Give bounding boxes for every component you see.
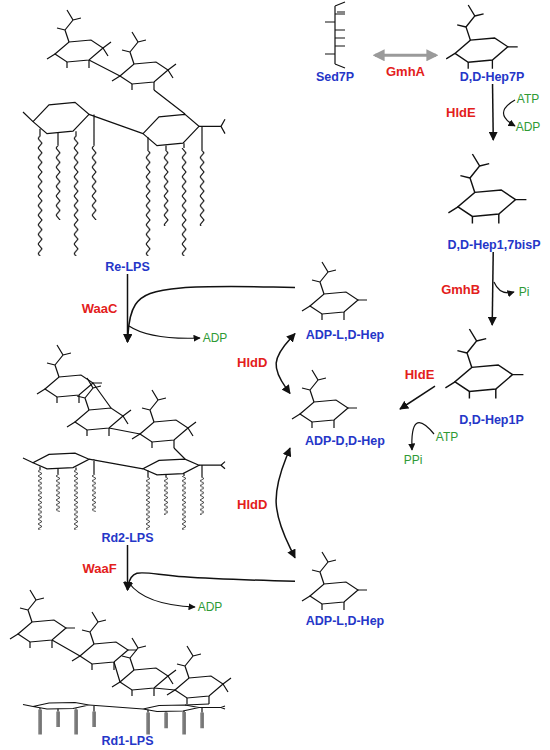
lps-structure: [23, 453, 225, 530]
heptose-structure: [446, 5, 518, 69]
enzyme-label: WaaF: [82, 560, 116, 575]
sed7p-structure: [325, 2, 345, 68]
compound-node: Sed7P: [295, 2, 375, 84]
cofactor-label: ADP: [203, 331, 228, 345]
compound-name: Re-LPS: [105, 260, 149, 274]
cofactor-label: ADP: [198, 600, 223, 614]
lps-structure: [37, 345, 102, 403]
heptose-structure: [302, 552, 367, 610]
compound-node: ADP-D,D-Hep: [290, 370, 400, 448]
lps-structure: [67, 378, 131, 436]
reaction-arrow: [276, 448, 295, 558]
compound-name: ADP-L,D-Hep: [306, 614, 384, 628]
compound-name: D,D-Hep7P: [460, 70, 525, 84]
compound-node: Re-LPS: [5, 2, 250, 274]
compound-name: ADP-L,D-Hep: [306, 328, 384, 342]
enzyme-label: HldE: [405, 366, 435, 381]
compound-node: D,D-Hep1P: [435, 325, 548, 427]
cofactor-arrow: [412, 423, 434, 450]
lps-structure: [112, 638, 176, 696]
enzyme-label: WaaC: [82, 301, 118, 316]
lps-structure: [23, 102, 225, 256]
cofactor-label: PPi: [404, 453, 423, 467]
cofactor-label: ATP: [517, 92, 539, 106]
cofactor-arrow: [494, 282, 514, 293]
compound-node: D,D-Hep7P: [436, 2, 548, 84]
lps-structure: [93, 383, 185, 459]
heptose-structure: [445, 329, 523, 399]
compound-name: ADP-D,D-Hep: [305, 434, 385, 448]
reaction-arrow: [127, 274, 129, 342]
compound-name: Rd1-LPS: [101, 734, 153, 748]
lps-structure: [112, 32, 176, 90]
heptose-structure: [302, 262, 367, 320]
cofactor-arrow: [129, 100, 515, 607]
compound-node: D,D-Hep1,7bisP: [438, 140, 550, 252]
compound-node: ADP-L,D-Hep: [295, 550, 395, 628]
enzyme-label: GmhA: [386, 64, 425, 79]
sed7p-structure: [325, 2, 345, 68]
compound-node: Rd2-LPS: [5, 342, 250, 545]
compound-name: D,D-Hep1P: [459, 413, 524, 427]
compound-name: Sed7P: [316, 70, 354, 84]
lps-structure: [10, 10, 231, 735]
reaction-arrow: [492, 252, 493, 325]
reaction-arrow: [276, 334, 295, 394]
enzyme-label: HldE: [446, 105, 476, 120]
compound-name: D,D-Hep1,7bisP: [447, 238, 540, 252]
heptose-structure: [448, 154, 526, 224]
enzyme-label: HldD: [237, 355, 267, 370]
cofactor-label: ATP: [436, 430, 458, 444]
reaction-arrow: [375, 54, 436, 57]
lps-structure: [47, 10, 111, 68]
lps-structure: [52, 640, 209, 705]
compound-node: ADP-L,D-Hep: [295, 258, 395, 342]
cofactor-arrow: [129, 326, 200, 338]
heptose-structure: [292, 5, 526, 610]
lps-structure: [72, 612, 137, 670]
cofactor-label: Pi: [519, 285, 530, 299]
cofactor-arrow: [504, 100, 516, 126]
reaction-arrow: [400, 386, 435, 409]
lps-structure: [10, 590, 75, 648]
lps-structure: [167, 646, 231, 704]
reaction-arrow: [492, 84, 494, 140]
lps-structure: [132, 390, 196, 448]
enzyme-label: HldD: [237, 496, 267, 511]
reaction-arrow: [128, 573, 296, 590]
cofactor-label: ADP: [516, 120, 541, 134]
lps-structure: [23, 703, 225, 735]
enzyme-label: GmhB: [441, 281, 480, 296]
heptose-structure: [292, 370, 357, 428]
cofactor-arrow: [129, 583, 195, 607]
compound-name: Rd2-LPS: [101, 531, 153, 545]
lps-structure: [89, 60, 185, 114]
reaction-arrow: [127, 545, 129, 590]
